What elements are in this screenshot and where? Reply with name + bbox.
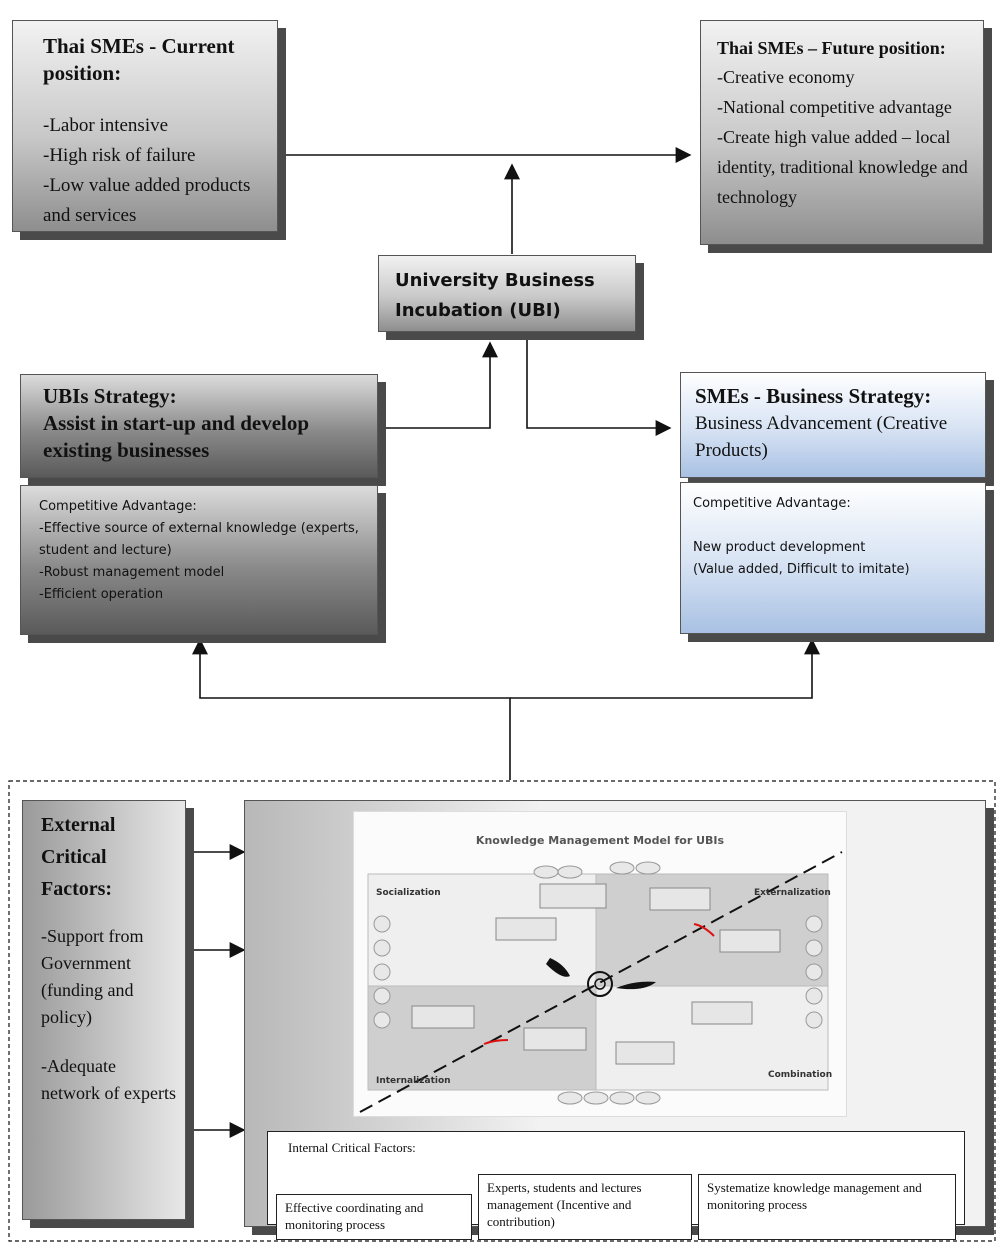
ubi-to-sme-strategy-arrow	[526, 332, 672, 436]
sme-advantage-1: New product development	[693, 540, 866, 555]
current-item-3: -Low value added products and services	[43, 175, 251, 226]
ubis-advantage-box: Competitive Advantage: -Effective source…	[20, 485, 378, 635]
ubis-strategy-box: UBIs Strategy: Assist in start-up and de…	[20, 374, 378, 478]
ubis-advantage-1: -Effective source of external knowledge …	[39, 521, 359, 558]
dashed-frame	[8, 780, 996, 1242]
current-item-2: -High risk of failure	[43, 145, 196, 166]
sme-strategy-title: SMEs - Business Strategy:	[695, 384, 932, 408]
ubis-strategy-subtitle: Assist in start-up and develop existing …	[43, 411, 310, 462]
sme-advantage-title: Competitive Advantage:	[693, 496, 851, 511]
ubi-box: University Business Incubation (UBI)	[378, 255, 636, 332]
km-model-title: Knowledge Management Model for UBIs	[475, 834, 725, 847]
ubis-advantage-2: -Robust management model	[39, 565, 225, 580]
external-item-1: -Support from Government (funding and po…	[41, 926, 144, 1027]
future-item-2: -National competitive advantage	[717, 97, 952, 117]
future-position-box: Thai SMEs – Future position: -Creative e…	[700, 20, 984, 245]
external-factors-box: External Critical Factors: -Support from…	[22, 800, 186, 1220]
future-position-title: Thai SMEs – Future position:	[717, 38, 946, 58]
km-container: Knowledge Management Model for UBIs	[244, 800, 986, 1240]
current-position-title: Thai SMEs - Current position:	[43, 34, 235, 85]
ubis-strategy-to-ubi-arrow	[378, 341, 498, 429]
sme-strategy-box: SMEs - Business Strategy: Business Advan…	[680, 372, 986, 478]
km-quadrant-internalization: Internalization	[376, 1076, 451, 1086]
bottom-to-sme-arrow	[510, 638, 820, 699]
ubi-title: University Business Incubation (UBI)	[395, 270, 595, 321]
internal-title: Internal Critical Factors:	[288, 1140, 416, 1155]
ubis-advantage-title: Competitive Advantage:	[39, 499, 197, 514]
future-item-3: -Create high value added – local identit…	[717, 127, 968, 207]
internal-factors-box: Internal Critical Factors: Effective coo…	[267, 1131, 965, 1240]
internal-item-2: Experts, students and lectures managemen…	[478, 1174, 692, 1240]
km-quadrant-socialization: Socialization	[376, 888, 441, 898]
km-model-figure	[359, 851, 843, 1113]
future-item-1: -Creative economy	[717, 67, 855, 87]
sme-strategy-subtitle: Business Advancement (Creative Products)	[695, 413, 948, 461]
internal-item-3: Systematize knowledge management and mon…	[698, 1174, 956, 1240]
current-item-1: -Labor intensive	[43, 115, 169, 136]
external-title: External Critical Factors:	[41, 814, 116, 900]
current-position-box: Thai SMEs - Current position: -Labor int…	[12, 20, 278, 232]
km-model-panel: Knowledge Management Model for UBIs	[353, 811, 847, 1117]
sme-advantage-box: Competitive Advantage: New product devel…	[680, 482, 986, 634]
internal-item-1: Effective coordinating and monitoring pr…	[276, 1194, 472, 1240]
bottom-to-ubis-arrow	[192, 638, 511, 780]
km-quadrant-combination: Combination	[768, 1070, 833, 1080]
sme-advantage-2: (Value added, Difficult to imitate)	[693, 562, 910, 577]
ubis-strategy-title: UBIs Strategy:	[43, 384, 177, 408]
external-item-2: -Adequate network of experts	[41, 1056, 176, 1103]
ubis-advantage-3: -Efficient operation	[39, 587, 164, 602]
km-quadrant-externalization: Externalization	[754, 888, 831, 898]
